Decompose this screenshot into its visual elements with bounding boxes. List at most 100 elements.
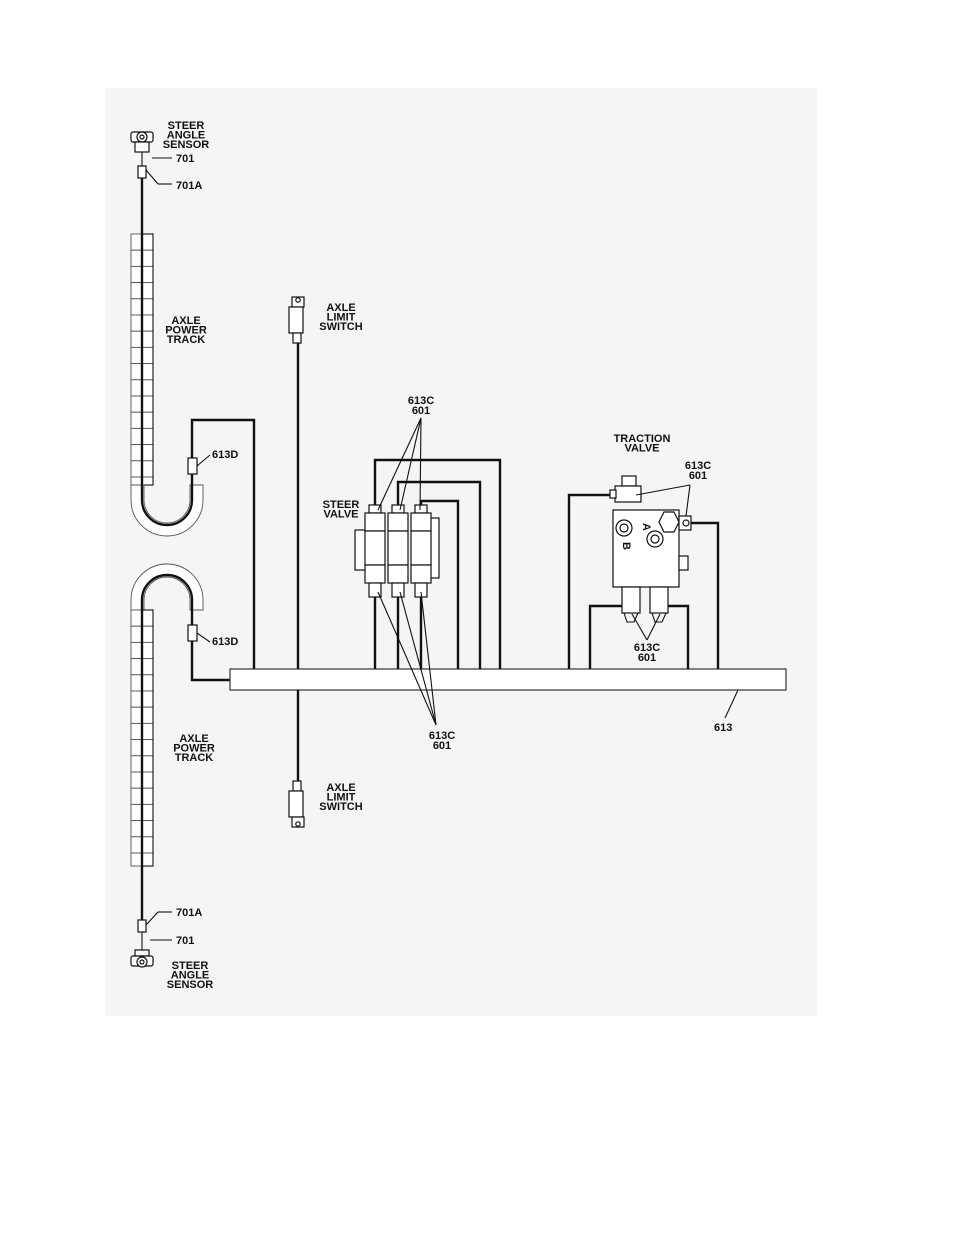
label-line: TRACK bbox=[175, 752, 214, 764]
label-line: 701A bbox=[176, 180, 202, 192]
track-bottom-link bbox=[131, 853, 142, 866]
label-wire-701-top: 701 bbox=[176, 153, 194, 165]
label-line: 601 bbox=[689, 470, 707, 482]
connector-701a-bottom bbox=[138, 920, 146, 932]
track-top-link bbox=[142, 266, 153, 282]
track-bottom-link bbox=[142, 788, 153, 804]
track-top-link bbox=[131, 396, 142, 412]
track-top-link bbox=[131, 445, 142, 461]
track-top-link bbox=[131, 315, 142, 331]
track-bottom-link bbox=[131, 626, 142, 642]
track-top-link bbox=[131, 331, 142, 347]
track-top-link bbox=[142, 380, 153, 396]
track-bottom-link bbox=[142, 610, 153, 626]
track-bottom-link bbox=[131, 642, 142, 658]
track-top-link bbox=[142, 234, 153, 250]
track-bottom-link bbox=[142, 642, 153, 658]
track-top-link bbox=[131, 234, 142, 250]
track-top-link bbox=[131, 299, 142, 315]
label-harness-613: 613 bbox=[714, 722, 732, 734]
steer-valve-section-2 bbox=[392, 505, 404, 513]
label-line: TRACK bbox=[167, 334, 206, 346]
track-top-link bbox=[142, 283, 153, 299]
track-bottom-link bbox=[142, 821, 153, 837]
track-top-link bbox=[142, 412, 153, 428]
track-top-link bbox=[142, 445, 153, 461]
steer-valve-section-2 bbox=[388, 513, 408, 531]
track-bottom-link bbox=[131, 659, 142, 675]
steer-valve-section-1 bbox=[365, 513, 385, 531]
label-axle-power-track-top: AXLEPOWERTRACK bbox=[165, 315, 207, 346]
track-top-link bbox=[131, 266, 142, 282]
label-line: VALVE bbox=[624, 443, 659, 455]
track-bottom-link bbox=[131, 821, 142, 837]
track-bottom-link bbox=[131, 723, 142, 739]
label-line: 613D bbox=[212, 449, 238, 461]
label-line: 701A bbox=[176, 907, 202, 919]
track-top-link bbox=[142, 250, 153, 266]
diagram-background bbox=[105, 88, 817, 1016]
label-line: SWITCH bbox=[319, 801, 362, 813]
track-top-link bbox=[142, 461, 153, 477]
steer-valve-section-3 bbox=[411, 565, 431, 583]
steer-valve-section-3 bbox=[415, 505, 427, 513]
steer-valve bbox=[355, 505, 439, 597]
steer-valve-section-1 bbox=[365, 531, 385, 565]
track-bottom-link bbox=[142, 626, 153, 642]
label-wire-701a-top: 701A bbox=[176, 180, 202, 192]
label-line: SENSOR bbox=[163, 139, 210, 151]
label-wire-701a-bottom: 701A bbox=[176, 907, 202, 919]
track-top-link bbox=[142, 364, 153, 380]
track-bottom-link bbox=[142, 837, 153, 853]
track-bottom-link bbox=[131, 804, 142, 820]
track-bottom-link bbox=[131, 675, 142, 691]
steer-valve-section-3 bbox=[411, 531, 431, 565]
track-top-link bbox=[142, 428, 153, 444]
track-top-link bbox=[142, 396, 153, 412]
track-bottom-link bbox=[142, 853, 153, 866]
track-bottom-link bbox=[131, 610, 142, 626]
track-bottom-link bbox=[131, 788, 142, 804]
label-line: SENSOR bbox=[167, 979, 214, 991]
label-wire-701-bottom: 701 bbox=[176, 935, 194, 947]
track-top-link bbox=[131, 347, 142, 363]
track-top-link bbox=[131, 250, 142, 266]
track-bottom-link bbox=[131, 837, 142, 853]
track-top-link bbox=[131, 461, 142, 477]
label-line: 601 bbox=[638, 652, 656, 664]
label-line: 601 bbox=[412, 405, 430, 417]
label-line: 613 bbox=[714, 722, 732, 734]
steer-valve-section-3 bbox=[411, 513, 431, 531]
track-bottom-link bbox=[142, 804, 153, 820]
steer-valve-section-2 bbox=[388, 531, 408, 565]
track-top-link bbox=[131, 380, 142, 396]
valve-port-mark-b: B bbox=[620, 542, 632, 550]
label-line: 701 bbox=[176, 935, 194, 947]
track-top-link bbox=[142, 331, 153, 347]
track-top-link bbox=[131, 412, 142, 428]
connector-613d-bottom bbox=[188, 625, 197, 641]
track-bottom-link bbox=[142, 772, 153, 788]
connector-613d-top bbox=[188, 458, 197, 474]
valve-port-mark-a: A bbox=[640, 523, 652, 531]
track-bottom-link bbox=[142, 691, 153, 707]
label-steer-valve: STEERVALVE bbox=[323, 499, 360, 521]
steer-valve-section-2 bbox=[392, 583, 404, 597]
connector-701a-top bbox=[138, 166, 146, 178]
steer-valve-section-2 bbox=[388, 565, 408, 583]
track-bottom-link bbox=[142, 756, 153, 772]
label-steer-angle-sensor-bottom: STEERANGLESENSOR bbox=[167, 960, 214, 991]
track-top-link bbox=[142, 299, 153, 315]
track-bottom-link bbox=[142, 723, 153, 739]
track-bottom-link bbox=[131, 691, 142, 707]
track-bottom-link bbox=[142, 707, 153, 723]
track-bottom-link bbox=[131, 756, 142, 772]
label-line: 613D bbox=[212, 636, 238, 648]
track-bottom-link bbox=[131, 707, 142, 723]
label-line: VALVE bbox=[323, 509, 358, 521]
track-top-link bbox=[131, 364, 142, 380]
label-connector-613d-bottom: 613D bbox=[212, 636, 238, 648]
